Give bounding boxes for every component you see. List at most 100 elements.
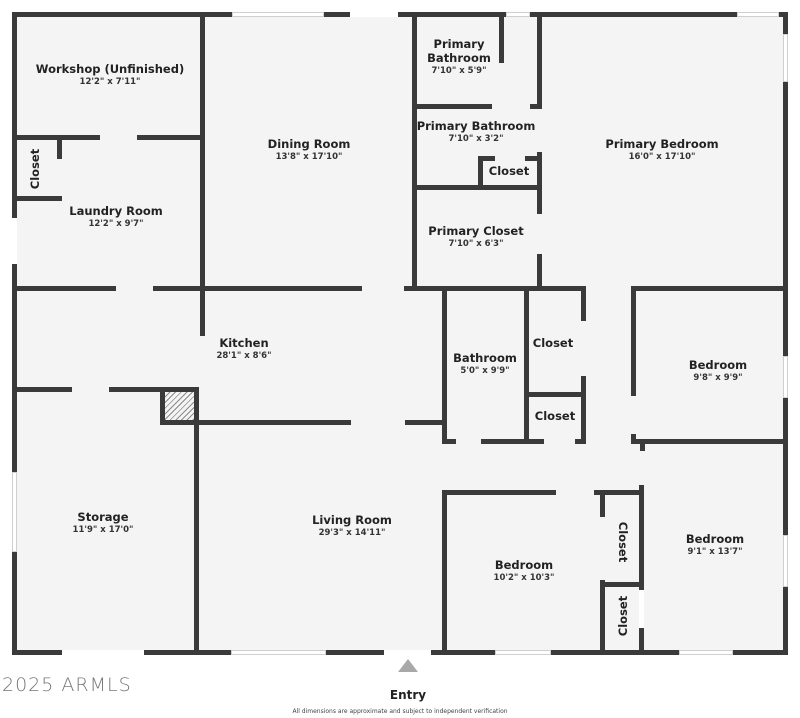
wall bbox=[405, 420, 447, 425]
wall bbox=[530, 104, 542, 109]
room-name: Closet bbox=[488, 164, 530, 178]
room-name: Bedroom bbox=[688, 358, 748, 372]
room-workshop: Workshop (Unfinished) 12'2" x 7'11" bbox=[36, 62, 184, 88]
room-laundry-closet: Closet bbox=[28, 149, 42, 189]
wall bbox=[575, 439, 586, 444]
wall bbox=[481, 439, 544, 444]
window bbox=[783, 34, 788, 82]
wall bbox=[631, 439, 788, 444]
floor-area bbox=[12, 12, 788, 655]
room-dimensions: 13'8" x 17'10" bbox=[275, 152, 343, 162]
room-primary-closet: Primary Closet 7'10" x 6'3" bbox=[428, 224, 523, 250]
room-name: Bedroom bbox=[685, 532, 745, 546]
wall bbox=[194, 387, 199, 655]
wall bbox=[600, 580, 605, 655]
wall bbox=[478, 156, 495, 161]
room-dimensions: 5'0" x 9'9" bbox=[460, 366, 510, 376]
wall bbox=[594, 490, 644, 495]
wall bbox=[525, 156, 542, 161]
room-bedroom-2: Bedroom 10'2" x 10'3" bbox=[494, 558, 555, 584]
wall bbox=[524, 392, 586, 397]
room-name: Bathroom bbox=[453, 351, 517, 365]
wall bbox=[200, 286, 205, 336]
room-dimensions: 9'8" x 9'9" bbox=[693, 373, 743, 383]
wall bbox=[631, 286, 788, 291]
wall bbox=[600, 582, 644, 587]
room-dining: Dining Room 13'8" x 17'10" bbox=[268, 137, 351, 163]
wall bbox=[12, 12, 17, 655]
room-dimensions: 16'0" x 17'10" bbox=[628, 152, 696, 162]
wall bbox=[640, 439, 645, 451]
room-name: Closet bbox=[532, 336, 574, 350]
wall bbox=[12, 286, 116, 291]
room-dimensions: 7'10" x 6'3" bbox=[448, 239, 504, 249]
wall bbox=[442, 439, 456, 444]
wall bbox=[581, 286, 586, 321]
wall bbox=[499, 12, 504, 63]
doorway bbox=[639, 590, 644, 628]
wall bbox=[537, 12, 542, 107]
room-primary-bath-closet: Closet bbox=[489, 164, 529, 178]
room-name: Closet bbox=[534, 409, 576, 423]
room-dimensions: 10'2" x 10'3" bbox=[493, 573, 555, 583]
wall bbox=[12, 135, 100, 140]
wall bbox=[442, 490, 447, 655]
wall bbox=[160, 387, 165, 424]
room-dimensions: 29'3" x 14'11" bbox=[318, 528, 386, 538]
copyright-watermark: 2025 ARMLS bbox=[2, 674, 132, 696]
room-bedroom-2-closet-1: Closet bbox=[616, 522, 630, 562]
wall bbox=[537, 254, 542, 291]
wall bbox=[109, 387, 199, 392]
wall bbox=[537, 152, 542, 214]
wall bbox=[639, 485, 644, 655]
wall bbox=[57, 140, 62, 159]
wall bbox=[404, 286, 586, 291]
wall bbox=[412, 104, 492, 109]
room-name: Bedroom bbox=[494, 558, 554, 572]
room-name: Primary Bedroom bbox=[605, 137, 719, 151]
room-bathroom: Bathroom 5'0" x 9'9" bbox=[453, 351, 517, 377]
room-storage: Storage 11'9" x 17'0" bbox=[73, 510, 134, 536]
room-primary-bathroom-2: Primary Bathroom 7'10" x 3'2" bbox=[417, 119, 536, 145]
doorway bbox=[62, 650, 144, 655]
room-dimensions: 12'2" x 9'7" bbox=[88, 219, 144, 229]
room-name: Primary Closet bbox=[428, 224, 524, 238]
window bbox=[783, 535, 788, 587]
wall bbox=[581, 376, 586, 444]
entry-arrow-icon bbox=[398, 659, 418, 672]
window bbox=[783, 356, 788, 398]
room-dimensions: 7'10" x 3'2" bbox=[448, 134, 504, 144]
room-hall-closet-2: Closet bbox=[535, 409, 575, 423]
room-laundry: Laundry Room 12'2" x 9'7" bbox=[69, 204, 163, 230]
wall bbox=[12, 387, 72, 392]
wall bbox=[12, 12, 788, 17]
wall bbox=[631, 286, 636, 396]
room-living: Living Room 29'3" x 14'11" bbox=[312, 513, 392, 539]
wall bbox=[600, 490, 605, 517]
room-name: Kitchen bbox=[219, 336, 269, 350]
room-name: Closet bbox=[616, 595, 630, 637]
window bbox=[495, 650, 551, 655]
room-name: Primary Bathroom bbox=[416, 119, 536, 133]
room-dimensions: 12'2" x 7'11" bbox=[79, 77, 141, 87]
room-name: Dining Room bbox=[267, 137, 351, 151]
room-hall-closet-1: Closet bbox=[533, 336, 573, 350]
window bbox=[679, 650, 733, 655]
room-primary-bedroom: Primary Bedroom 16'0" x 17'10" bbox=[605, 137, 718, 163]
wall bbox=[412, 12, 417, 291]
room-dimensions: 11'9" x 17'0" bbox=[72, 525, 134, 535]
wall bbox=[160, 420, 351, 425]
room-kitchen: Kitchen 28'1" x 8'6" bbox=[216, 336, 271, 362]
wall bbox=[200, 12, 205, 290]
window bbox=[12, 472, 17, 552]
room-name: Laundry Room bbox=[69, 204, 163, 218]
wall bbox=[783, 12, 788, 655]
wall bbox=[442, 490, 556, 495]
wall bbox=[137, 135, 203, 140]
room-dimensions: 28'1" x 8'6" bbox=[216, 351, 272, 361]
room-bedroom-2-closet-2: Closet bbox=[616, 596, 630, 636]
wall bbox=[442, 286, 447, 444]
